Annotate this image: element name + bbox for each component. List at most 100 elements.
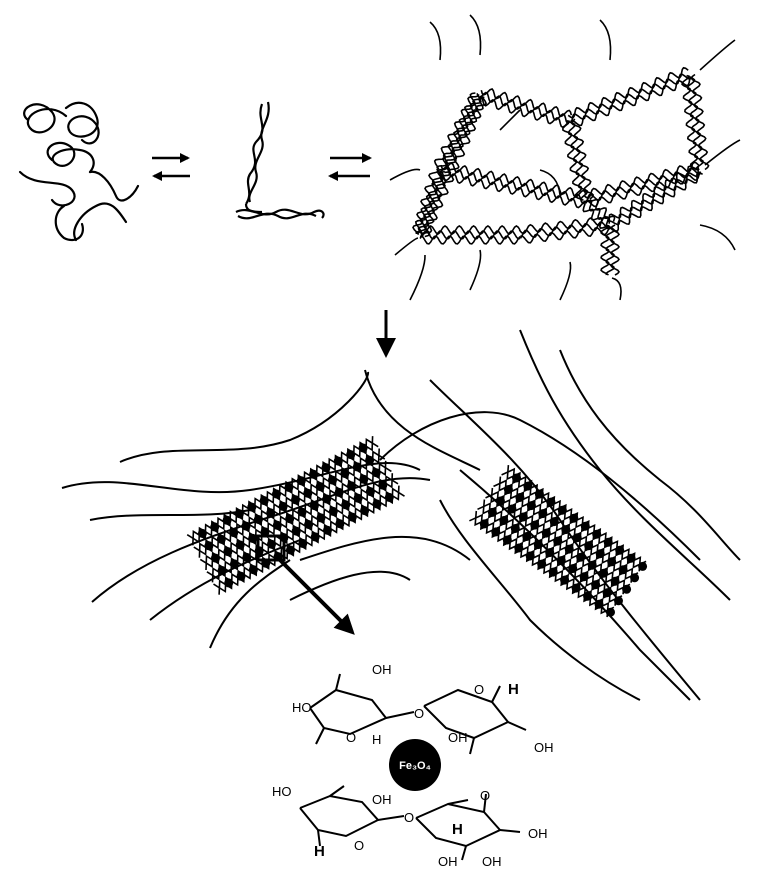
helix-strand: [682, 75, 698, 170]
nanoparticle-dot: [572, 584, 581, 593]
chain-end: [430, 22, 441, 60]
nanoparticle-dot: [503, 536, 512, 545]
nanoparticle-dot: [507, 505, 516, 514]
nanoparticle-dot: [334, 457, 343, 466]
label-o: O: [346, 730, 356, 745]
nanoparticle-dot: [614, 596, 623, 605]
nanoparticle-dot: [304, 520, 313, 529]
nanoparticle-dot: [335, 519, 344, 528]
nanoparticle-dot: [285, 514, 294, 523]
nanoparticle-dot: [535, 490, 544, 499]
single-helix-stage: [236, 102, 324, 218]
nanoparticle-dot: [210, 522, 219, 531]
nanoparticle-dot: [198, 529, 207, 538]
nanoparticle-dot: [538, 509, 547, 518]
nanoparticle-dot: [519, 513, 528, 522]
nanoparticle-dot: [266, 508, 275, 517]
nanoparticle-dot: [581, 522, 590, 531]
label-oh: OH: [482, 854, 502, 869]
helix-strand: [571, 76, 691, 125]
nanoparticle-dot: [248, 534, 257, 543]
nanoparticle-dot: [292, 527, 301, 536]
nanoparticle-dot: [297, 476, 306, 485]
polymer-chain: [380, 412, 700, 560]
nanoparticle-dot: [229, 528, 238, 537]
equilibrium-arrows-2: [330, 158, 370, 176]
nanoparticle-dot: [526, 552, 535, 561]
nanoparticle-dot: [316, 482, 325, 491]
nanoparticle-dot: [512, 474, 521, 483]
label-h: H: [314, 843, 325, 860]
helix-strand: [571, 74, 691, 123]
nanoparticle-dot: [568, 564, 577, 573]
nanoparticle-dot: [592, 530, 601, 539]
nanoparticle-dot: [322, 495, 331, 504]
nanoparticle-dot: [557, 556, 566, 565]
nanoparticle-dot: [638, 562, 647, 571]
nanoparticle-dot: [359, 444, 368, 453]
nanoparticle-dot: [606, 608, 615, 617]
nanoparticle-dot: [611, 577, 620, 586]
nanoparticle-dot: [480, 519, 489, 528]
nanoparticle-dot: [360, 506, 369, 515]
nanoparticle-dot: [596, 549, 605, 558]
nanoparticle-dot: [237, 572, 246, 581]
chain-end: [700, 225, 735, 250]
nanoparticle-dot: [588, 561, 597, 570]
nanoparticle-dot: [523, 482, 532, 491]
nanoparticle-dot: [499, 516, 508, 525]
label-oh: OH: [534, 740, 554, 755]
nanoparticle-dot: [553, 537, 562, 546]
nanoparticle-dot: [619, 565, 628, 574]
nanoparticle-dot: [537, 560, 546, 569]
nanoparticle-dot: [236, 541, 245, 550]
random-coil-stage: [20, 103, 138, 240]
nanoparticle-dot: [515, 493, 524, 502]
chain-end: [395, 238, 418, 255]
nanoparticle-dot: [504, 485, 513, 494]
label-oh: OH: [448, 730, 468, 745]
chain-end: [705, 140, 740, 165]
loaded-helix-aggregate: [62, 330, 740, 700]
nanoparticle-dot: [273, 521, 282, 530]
nanoparticle-dot: [378, 481, 387, 490]
nanoparticle-dot: [235, 509, 244, 518]
label-o: O: [480, 788, 490, 803]
nanoparticle-dot: [627, 554, 636, 563]
chain-end: [612, 278, 621, 300]
nanoparticle-dot: [491, 527, 500, 536]
label-o: O: [414, 706, 424, 721]
nanoparticle-dot: [279, 502, 288, 511]
nanoparticle-dot: [217, 535, 226, 544]
nanoparticle-dot: [247, 503, 256, 512]
nanoparticle-dot: [242, 553, 251, 562]
nanoparticle-dot: [286, 546, 295, 555]
nanoparticle-dot: [615, 546, 624, 555]
nanoparticle-dot: [353, 462, 362, 471]
polymer-chain: [300, 537, 470, 560]
nanoparticle-dot: [599, 569, 608, 578]
nanoparticle-dot: [272, 490, 281, 499]
nanoparticle-dot: [340, 469, 349, 478]
nanoparticle-dot: [560, 576, 569, 585]
nanoparticle-dot: [527, 501, 536, 510]
nanoparticle-dot: [545, 548, 554, 557]
nanoparticle-dot: [322, 463, 331, 472]
chain-end: [470, 250, 481, 290]
helix-strand: [439, 167, 584, 203]
chain-end: [410, 255, 425, 300]
label-oh: OH: [438, 854, 458, 869]
nanoparticle-dot: [359, 475, 368, 484]
nanoparticle-dot: [341, 500, 350, 509]
nanoparticle-dot: [366, 487, 375, 496]
nanoparticle-dot: [522, 532, 531, 541]
nanoparticle-dot: [591, 580, 600, 589]
label-o: O: [474, 682, 484, 697]
nanoparticle-dot: [630, 573, 639, 582]
helix-strand: [613, 173, 703, 231]
nanoparticle-dot: [230, 559, 239, 568]
helix-network-stage: [390, 15, 740, 300]
nanoparticle-dot: [242, 522, 251, 531]
nanoparticle-dot: [298, 539, 307, 548]
